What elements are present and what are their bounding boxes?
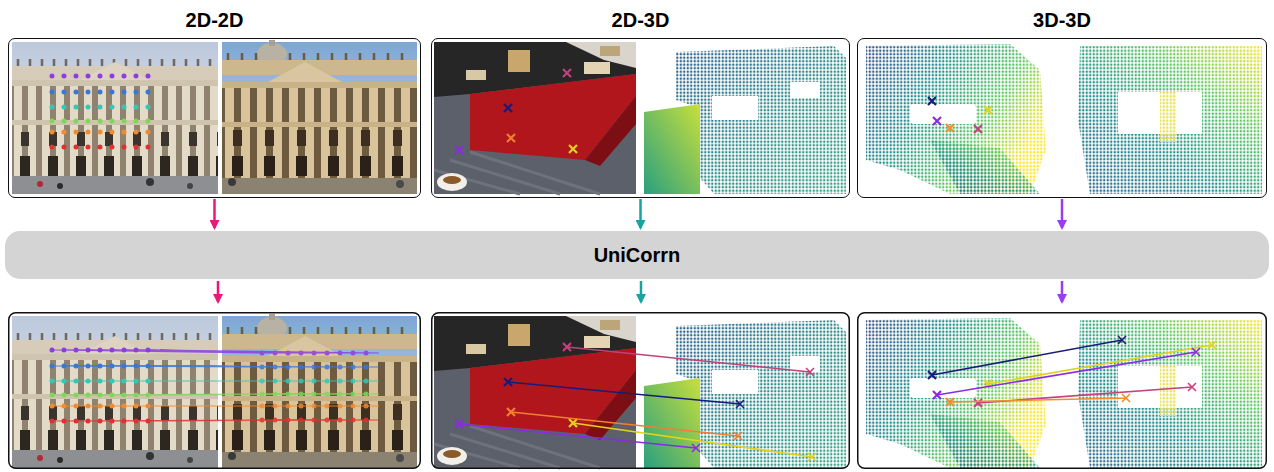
column-heading: 3D-3D: [858, 9, 1266, 32]
column-heading: 2D-2D: [9, 9, 420, 32]
correspondence-lines-3d-3d: [932, 336, 1216, 403]
output-arrows: [218, 281, 1062, 302]
input-panel: 2D-3D: [431, 38, 850, 198]
output-panel-borders: [9, 313, 1267, 469]
input-panel: 2D-2D: [8, 38, 421, 198]
input-panel: 3D-3D: [857, 38, 1267, 198]
flow-arrow: [1061, 199, 1064, 228]
correspondence-lines-2d-3d: [459, 347, 816, 461]
model-band: UniCorrn: [5, 231, 1269, 279]
flow-arrow: [639, 199, 642, 228]
column-heading: 2D-3D: [432, 9, 849, 32]
flow-arrow: [213, 199, 216, 228]
correspondence-lines-2d-2d: [52, 350, 379, 421]
model-name: UniCorrn: [594, 244, 681, 267]
